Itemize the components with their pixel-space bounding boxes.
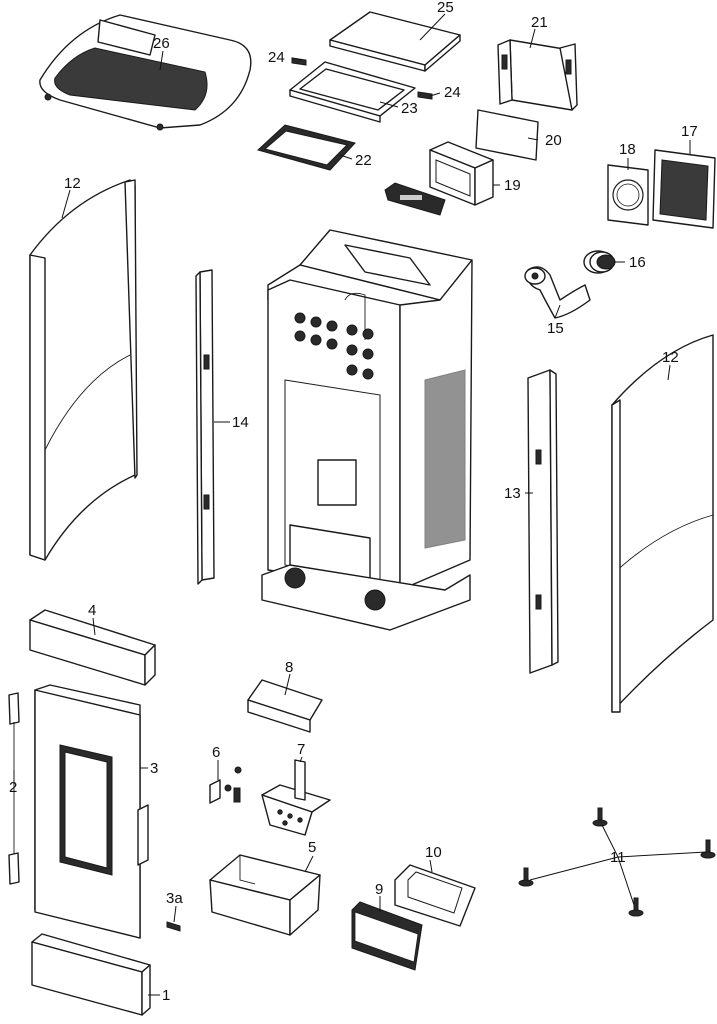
- label-12-right: 12: [662, 349, 679, 366]
- label-3: 3: [150, 760, 158, 777]
- part-screw-left: [291, 57, 307, 66]
- label-19: 19: [504, 177, 521, 194]
- part-rear-mesh: [652, 149, 716, 229]
- label-8: 8: [285, 659, 293, 676]
- part-frame: [289, 61, 416, 123]
- label-6: 6: [212, 744, 220, 761]
- label-7: 7: [297, 741, 305, 758]
- part-screw-right: [417, 91, 433, 100]
- part-hinge: [8, 692, 20, 885]
- label-13: 13: [504, 485, 521, 502]
- part-flue-elbow: [524, 266, 591, 319]
- part-top-cover: [39, 14, 252, 131]
- label-10: 10: [425, 844, 442, 861]
- part-control-panel: [384, 182, 446, 216]
- part-burn-pot: [261, 759, 331, 836]
- part-feet: [518, 807, 716, 917]
- label-20: 20: [545, 132, 562, 149]
- part-lid: [329, 11, 461, 72]
- label-18: 18: [619, 141, 636, 158]
- part-bracket: [497, 39, 578, 111]
- label-17: 17: [681, 123, 698, 140]
- part-latch: [209, 766, 242, 804]
- part-chassis: [261, 229, 473, 631]
- label-5: 5: [308, 839, 316, 856]
- part-rear-gasket: [607, 164, 649, 226]
- leader-lines: [13, 13, 707, 996]
- label-24-left: 24: [268, 49, 285, 66]
- part-upright-right: [527, 369, 559, 674]
- label-3a: 3a: [166, 890, 183, 907]
- label-24-right: 24: [444, 84, 461, 101]
- label-25: 25: [437, 0, 454, 16]
- part-flue-collar: [583, 250, 616, 274]
- label-23: 23: [401, 100, 418, 117]
- part-plate: [475, 109, 539, 161]
- part-gasket: [257, 124, 356, 171]
- part-ash-pan: [209, 854, 321, 936]
- label-16: 16: [629, 254, 646, 271]
- part-top-trim: [29, 609, 156, 686]
- part-side-panel-left: [29, 179, 138, 561]
- label-4: 4: [88, 602, 96, 619]
- callout-labels: 25 21 26 24 24 23 20 22 17 18 19 12 16 1…: [9, 0, 698, 1004]
- part-door: [34, 684, 149, 939]
- label-9: 9: [375, 881, 383, 898]
- part-inspection-cover: [351, 901, 423, 971]
- label-21: 21: [531, 14, 548, 31]
- part-bottom-trim: [31, 933, 151, 1016]
- label-2: 2: [9, 779, 17, 796]
- part-control-box: [429, 141, 494, 206]
- label-15: 15: [547, 320, 564, 337]
- label-12-left: 12: [64, 175, 81, 192]
- part-side-panel-right: [611, 334, 714, 713]
- part-deflector: [247, 679, 323, 733]
- label-26: 26: [153, 35, 170, 52]
- part-clip: [166, 921, 181, 932]
- part-upright-left: [195, 269, 215, 585]
- label-22: 22: [355, 152, 372, 169]
- part-inspection-gasket: [394, 864, 476, 927]
- label-1: 1: [162, 987, 170, 1004]
- label-11: 11: [610, 849, 626, 866]
- label-14: 14: [232, 414, 249, 431]
